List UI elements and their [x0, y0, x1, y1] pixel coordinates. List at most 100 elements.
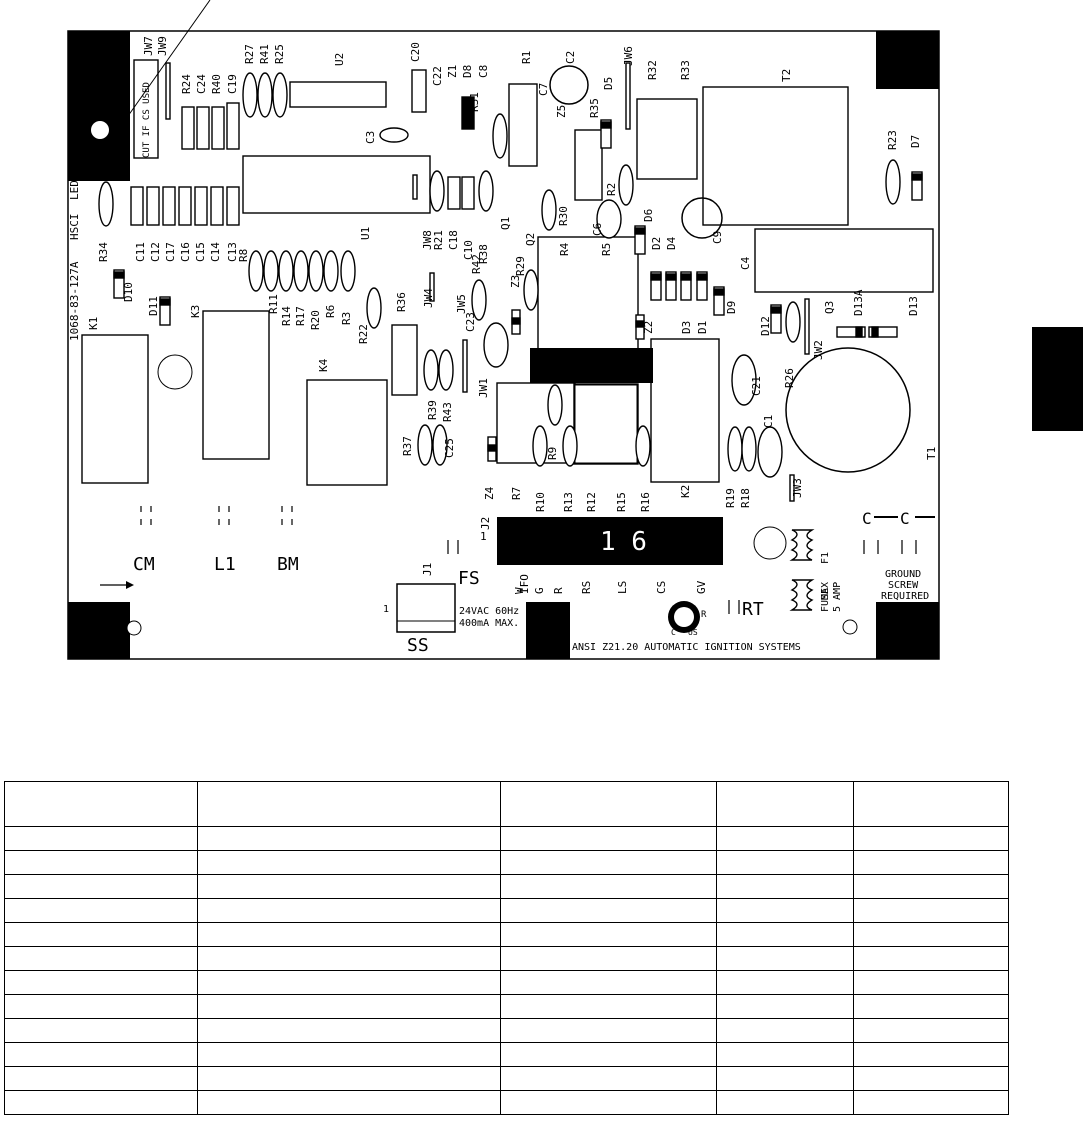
diode-group [113, 96, 923, 462]
svg-text:US: US [688, 628, 698, 637]
component-label-c20: C20 [409, 42, 422, 62]
table-row [4, 898, 1009, 923]
mount-hole [126, 620, 142, 636]
table-row [4, 970, 1009, 995]
table-cell [196, 1018, 502, 1043]
table-row [4, 946, 1009, 971]
mount-hole [157, 354, 193, 390]
pin-label-r: R [552, 587, 565, 594]
component-label-d13: D13 [907, 296, 920, 316]
component-label-jw1: JW1 [477, 378, 490, 398]
table-cell [716, 922, 855, 947]
component-label-r21: R21 [432, 230, 445, 250]
component-label-c19: C19 [226, 74, 239, 94]
fuse-max: MAX [820, 582, 831, 600]
component-label-r31: R31 [468, 92, 481, 112]
component-label-c16: C16 [179, 242, 192, 262]
rating-line-2: 400mA MAX. [459, 618, 519, 629]
component-label-r13: R13 [562, 492, 575, 512]
component-label-r37: R37 [401, 436, 414, 456]
svg-text:R: R [701, 610, 707, 620]
table-cell [853, 874, 1009, 899]
table-header-cell [853, 781, 1009, 827]
table-cell [196, 1090, 502, 1115]
section-tab [1032, 327, 1083, 431]
terminal-rt: RT [742, 599, 764, 620]
component-label-c17: C17 [164, 242, 177, 262]
table-cell [500, 970, 718, 995]
table-cell [196, 1066, 502, 1091]
capacitor-c2 [549, 65, 589, 105]
table-row [4, 1066, 1009, 1091]
table-cell [853, 1018, 1009, 1043]
table-cell [196, 994, 502, 1019]
component-label-jw9: JW9 [156, 36, 169, 56]
component-label-d8: D8 [461, 65, 474, 78]
component-label-r40: R40 [210, 74, 223, 94]
component-label-r10: R10 [534, 492, 547, 512]
table-row [4, 874, 1009, 899]
table-row [4, 826, 1009, 851]
component-label-z3: Z3 [509, 275, 522, 288]
table-cell [4, 1042, 198, 1067]
component-label-u1: U1 [359, 227, 372, 240]
terminal-ss: SS [407, 635, 429, 656]
table-cell [4, 922, 198, 947]
component-label-c25: C25 [443, 438, 456, 458]
table-cell [500, 1090, 718, 1115]
svg-text:C: C [900, 509, 910, 528]
component-label-r19: R19 [724, 488, 737, 508]
table-cell [500, 1018, 718, 1043]
component-label-r5: R5 [600, 243, 613, 256]
component-label-k1: K1 [87, 317, 100, 330]
component-label-r9: R9 [546, 447, 559, 460]
table-cell [196, 970, 502, 995]
component-label-z4: Z4 [483, 486, 496, 500]
component-label-d4: D4 [665, 236, 678, 250]
table-cell [196, 1042, 502, 1067]
svg-text:C: C [862, 509, 872, 528]
fuse-f1: F1 [820, 552, 831, 564]
component-label-d10: D10 [122, 282, 135, 302]
component-label-c4: C4 [739, 256, 752, 270]
component-label-r34: R34 [97, 242, 110, 262]
component-label-d3: D3 [680, 321, 693, 334]
component-label-r41: R41 [258, 44, 271, 64]
terminal-bm: BM [277, 554, 299, 575]
table-cell [716, 850, 855, 875]
component-label-t1: T1 [925, 447, 938, 460]
table-cell [500, 1042, 718, 1067]
component-label-r12: R12 [585, 492, 598, 512]
table-cell [4, 1018, 198, 1043]
component-label-jw6: JW6 [622, 46, 635, 66]
rating-line-1: 24VAC 60Hz [459, 606, 519, 617]
component-label-r42: R42 [470, 254, 483, 274]
table-cell [716, 826, 855, 851]
component-label-r6: R6 [324, 305, 337, 318]
arrow-icon [100, 581, 134, 589]
table-cell [853, 946, 1009, 971]
hsci-label: HSCI [68, 214, 81, 241]
component-label-r17: R17 [294, 306, 307, 326]
table-cell [500, 898, 718, 923]
pin-label-rs: RS [580, 581, 593, 594]
component-label-r14: R14 [280, 306, 293, 326]
table-cell [196, 826, 502, 851]
component-label-r2: R2 [605, 183, 618, 196]
table-cell [853, 850, 1009, 875]
component-label-c3: C3 [364, 131, 377, 144]
component-label-j1: J1 [421, 563, 434, 576]
component-label-c6: C6 [591, 223, 604, 236]
table-cell [853, 994, 1009, 1019]
resistor-array [98, 69, 901, 478]
component-label-d1: D1 [696, 321, 709, 334]
component-label-r11: R11 [267, 294, 280, 314]
connector-j1 [396, 583, 456, 633]
component-label-r36: R36 [395, 292, 408, 312]
mount-hole [842, 619, 858, 635]
pin-label-ls: LS [616, 581, 629, 594]
svg-text:C: C [671, 628, 676, 637]
table-cell [4, 826, 198, 851]
table-cell [196, 946, 502, 971]
table-row [4, 850, 1009, 875]
